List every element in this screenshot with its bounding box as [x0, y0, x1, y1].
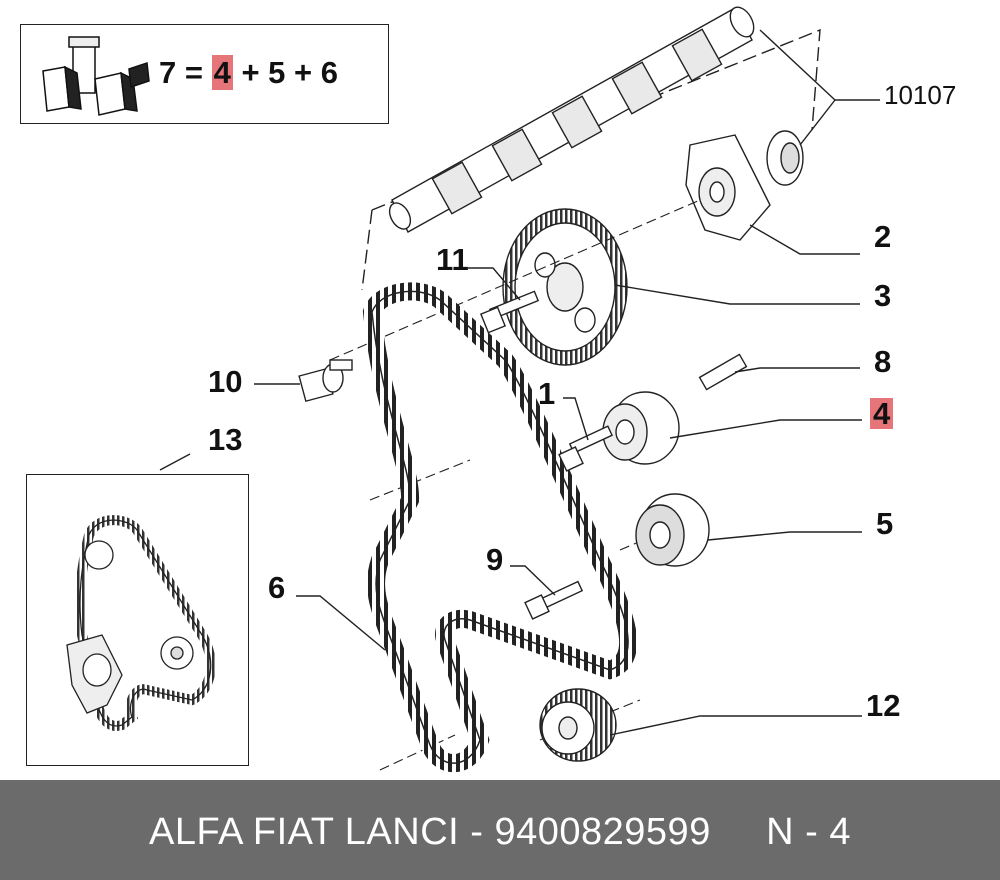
callout-10107: 10107 — [884, 80, 957, 110]
tensioner-4 — [602, 391, 680, 465]
callout-5: 5 — [876, 506, 894, 541]
crankshaft-sprocket-12 — [539, 688, 617, 762]
callout-11: 11 — [436, 242, 469, 277]
kit-formula: 7 = 4 + 5 + 6 — [159, 55, 338, 91]
camshaft-seal-ring — [766, 130, 804, 186]
footer-banner: ALFA FIAT LANCI - 9400829599 N - 4 — [0, 780, 1000, 880]
idler-pulley-5 — [635, 493, 710, 567]
leader-lines — [159, 29, 880, 736]
formula-rhs: + 5 + 6 — [241, 55, 338, 90]
formula-lhs: 7 = — [159, 55, 203, 90]
callout-3: 3 — [874, 278, 892, 313]
bolt-11 — [479, 290, 540, 334]
callout-10: 10 — [208, 364, 243, 399]
callout-9: 9 — [486, 542, 504, 577]
bolt-9 — [524, 580, 584, 620]
callout-12: 12 — [866, 688, 901, 723]
timing-belt — [362, 282, 638, 773]
inset-detail-box — [26, 474, 249, 766]
kit-legend-box: 7 = 4 + 5 + 6 — [20, 24, 389, 124]
camshaft — [388, 6, 755, 233]
formula-highlight-part: 4 — [211, 55, 233, 90]
camshaft-sprocket — [502, 208, 628, 366]
callout-8: 8 — [874, 344, 892, 379]
callout-2: 2 — [874, 219, 892, 254]
phase-plate — [685, 134, 771, 241]
inset-belt-drawing — [66, 515, 216, 731]
timing-belt-exploded-diagram — [159, 6, 880, 773]
bolt-1 — [558, 425, 613, 472]
part-number-caption: ALFA FIAT LANCI - 9400829599 N - 4 — [149, 811, 851, 853]
kit-parts-icon — [42, 36, 150, 116]
stud-8 — [698, 353, 748, 391]
callout-4-highlighted: 4 — [870, 398, 894, 429]
bolt-10 — [298, 359, 353, 403]
callout-13: 13 — [208, 422, 243, 457]
callout-6: 6 — [268, 570, 286, 605]
callout-1: 1 — [538, 376, 556, 411]
